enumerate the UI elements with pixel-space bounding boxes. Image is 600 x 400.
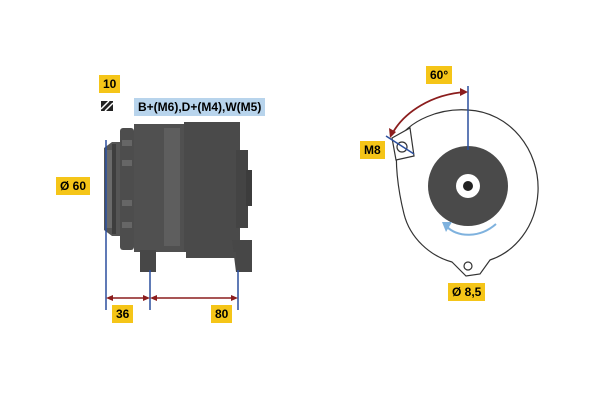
fan-housing (120, 128, 134, 250)
bolt-m8-label: M8 (360, 141, 385, 159)
alternator-front-view (385, 86, 539, 277)
diameter-8-5-label: Ø 8,5 (448, 283, 486, 301)
connection-icon (100, 100, 114, 112)
label-10: 10 (99, 75, 121, 93)
alternator-side-view (104, 122, 252, 272)
dimension-80-label: 80 (211, 305, 233, 323)
mounting-foot-right (232, 240, 252, 272)
angle-60-label: 60° (426, 66, 453, 84)
diameter-60-label: Ø 60 (56, 177, 91, 195)
side-dimensions (105, 140, 239, 310)
bolt-hole-8-5 (463, 261, 473, 271)
rotation-arrow (445, 223, 497, 236)
connections-label: B+(M6),D+(M4),W(M5) (134, 98, 266, 116)
angle-arc (391, 91, 467, 135)
dimension-36-label: 36 (112, 305, 134, 323)
mounting-foot-left (140, 250, 156, 272)
